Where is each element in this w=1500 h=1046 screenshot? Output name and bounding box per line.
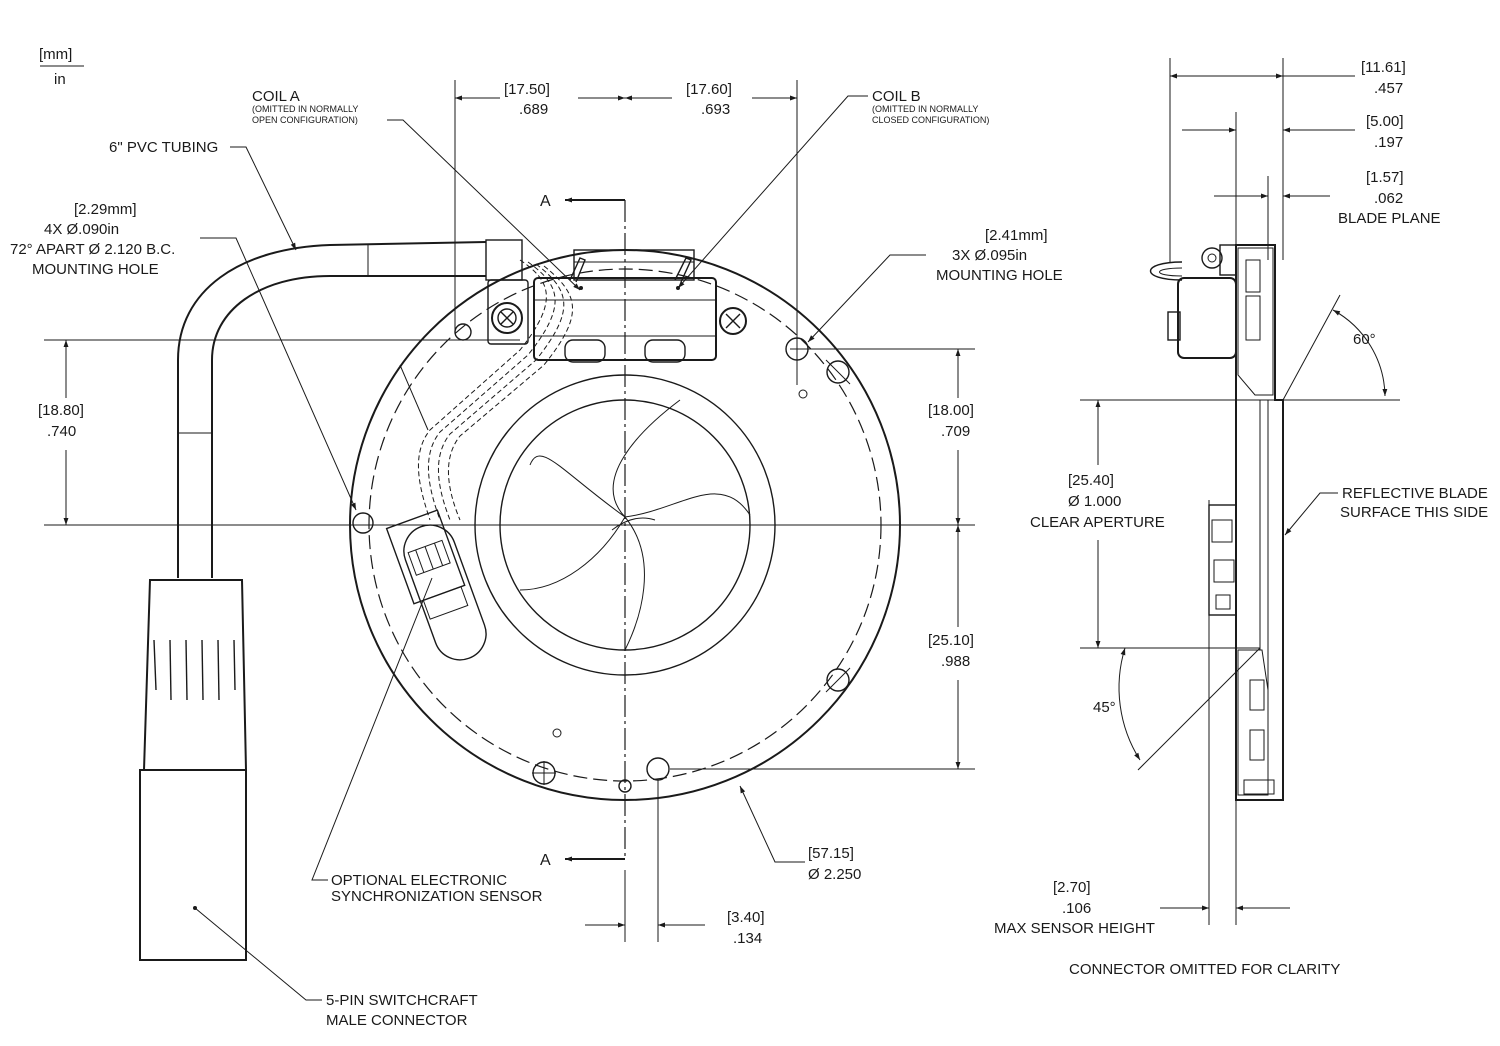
section-a-label: A <box>540 193 551 210</box>
dim-18-80-mm: [18.80] <box>38 402 84 419</box>
dim-18-80-in: .740 <box>47 423 76 440</box>
mounting-hole <box>352 512 374 534</box>
shutter-blades <box>519 399 751 651</box>
section-marker-bottom: A <box>540 852 625 869</box>
blade-plane-label: BLADE PLANE <box>1338 210 1441 227</box>
side-sensor <box>1208 504 1237 616</box>
dim-57-15-in: Ø 2.250 <box>808 866 861 883</box>
side-view: 60° 45° [25.40] Ø 1.000 CLEAR APERTURE <box>1030 58 1400 925</box>
mount3-line3: MOUNTING HOLE <box>936 267 1063 284</box>
angle-45: 45° <box>1093 699 1116 716</box>
mount4-line2: 4X Ø.090in <box>44 221 119 238</box>
units-legend: [mm] in <box>39 46 84 88</box>
clear-aperture-label: CLEAR APERTURE <box>1030 514 1165 531</box>
dim-25-10-in: .988 <box>941 653 970 670</box>
dim-25-10-mm: [25.10] <box>928 632 974 649</box>
connector-omitted-label: CONNECTOR OMITTED FOR CLARITY <box>1069 961 1340 978</box>
screw-head <box>491 302 523 334</box>
dim-11-61-mm: [11.61] <box>1361 59 1406 76</box>
dim-18-00-mm: [18.00] <box>928 402 974 419</box>
coil-housing <box>533 277 717 361</box>
mount4-line4: MOUNTING HOLE <box>32 261 159 278</box>
dim-3-40-mm: [3.40] <box>727 909 765 926</box>
coil-a-label: COIL A <box>252 88 300 105</box>
reflective-label: REFLECTIVE BLADE <box>1342 485 1488 502</box>
mounting-hole <box>618 779 632 793</box>
mounting-hole <box>646 757 670 781</box>
coil-b-note: (OMITTED IN NORMALLY <box>872 104 978 114</box>
mounting-hole <box>826 668 850 692</box>
side-coil <box>1177 277 1237 359</box>
coil-b-label: COIL B <box>872 88 921 105</box>
callouts: COIL A (OMITTED IN NORMALLY OPEN CONFIGU… <box>10 88 1063 1029</box>
max-sensor-label: MAX SENSOR HEIGHT <box>994 920 1155 937</box>
sync-sensor <box>385 509 487 661</box>
dim-2-70-mm: [2.70] <box>1053 879 1091 896</box>
section-marker-top: A <box>540 193 625 210</box>
sync-sensor-label: OPTIONAL ELECTRONIC <box>331 872 507 889</box>
connector-label: MALE CONNECTOR <box>326 1012 468 1029</box>
screw-head <box>719 307 747 335</box>
section-a-label: A <box>540 852 551 869</box>
coil-b-note: CLOSED CONFIGURATION) <box>872 115 989 125</box>
dim-3-40-in: .134 <box>733 930 762 947</box>
dim-57-15-mm: [57.15] <box>808 845 854 862</box>
mounting-holes <box>352 323 851 793</box>
dim-1-57-mm: [1.57] <box>1366 169 1404 186</box>
dim-11-61-in: .457 <box>1374 80 1403 97</box>
dim-25-40-mm: [25.40] <box>1068 472 1114 489</box>
dim-1-57-in: .062 <box>1374 190 1403 207</box>
mount4-line3: 72° APART Ø 2.120 B.C. <box>10 241 175 258</box>
mount3-line2: 3X Ø.095in <box>952 247 1027 264</box>
dim-17-60-mm: [17.60] <box>686 81 732 98</box>
sync-sensor-label: SYNCHRONIZATION SENSOR <box>331 888 543 905</box>
angle-60: 60° <box>1353 331 1376 348</box>
dim-18-00-in: .709 <box>941 423 970 440</box>
pvc-tubing-label: 6" PVC TUBING <box>109 139 218 156</box>
units-in: in <box>54 71 66 88</box>
front-dimensions: [17.50] .689 [17.60] .693 [18.80] .740 [… <box>38 80 975 947</box>
front-view: A A <box>44 193 975 961</box>
coil-a-note: (OMITTED IN NORMALLY <box>252 104 358 114</box>
connector-label: 5-PIN SWITCHCRAFT <box>326 992 478 1009</box>
units-mm: [mm] <box>39 46 72 63</box>
coil-a-note: OPEN CONFIGURATION) <box>252 115 358 125</box>
switchcraft-connector <box>139 579 248 961</box>
dim-17-50-mm: [17.50] <box>504 81 550 98</box>
mount4-mm: [2.29mm] <box>74 201 137 218</box>
mount3-mm: [2.41mm] <box>985 227 1048 244</box>
dim-25-40-in: Ø 1.000 <box>1068 493 1121 510</box>
side-dimensions: [11.61] .457 [5.00] .197 [1.57] .062 BLA… <box>994 59 1488 978</box>
mounting-hole <box>826 360 850 384</box>
reflective-label: SURFACE THIS SIDE <box>1340 504 1488 521</box>
pvc-tubing <box>177 241 487 578</box>
sensor-cable <box>399 259 573 521</box>
dim-17-60-in: .693 <box>701 101 730 118</box>
coil-assembly <box>485 239 747 363</box>
dim-2-70-in: .106 <box>1062 900 1091 917</box>
dim-5-00-mm: [5.00] <box>1366 113 1404 130</box>
dim-5-00-in: .197 <box>1374 134 1403 151</box>
dim-17-50-in: .689 <box>519 101 548 118</box>
